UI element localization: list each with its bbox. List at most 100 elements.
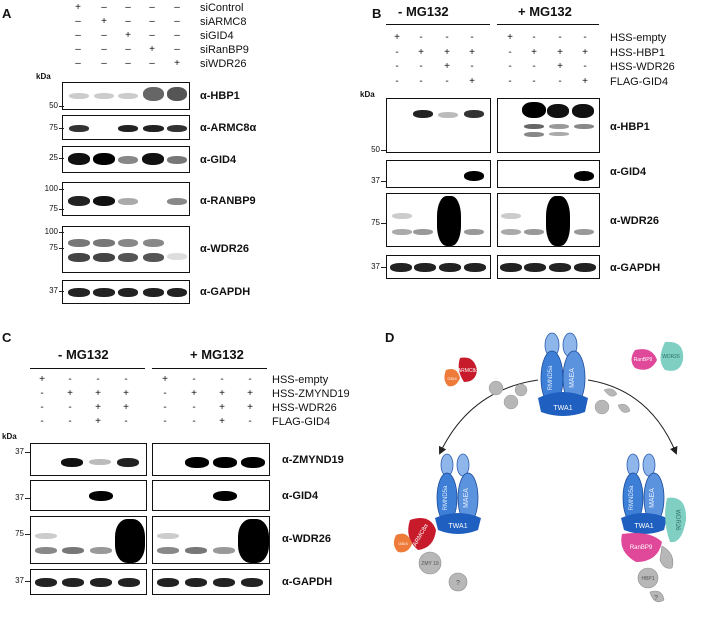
top-rmnd5a: RMND5a — [548, 365, 554, 390]
panel-a-condition-label: siControl — [200, 2, 244, 14]
left-gid4: GID4 — [398, 541, 408, 546]
panel-a-sign: + — [174, 58, 180, 69]
panel-c-sign: + — [95, 402, 101, 413]
panel-c-sign: - — [96, 374, 100, 385]
panel-b-sign: + — [418, 46, 424, 58]
panel-a-sign: – — [174, 44, 180, 55]
panel-c-sign: + — [247, 388, 253, 399]
right-twa1: TWA1 — [634, 523, 653, 530]
mw-b-37b: 37 — [371, 262, 380, 271]
panel-a-sign: – — [101, 44, 107, 55]
ab-b-hbp1: α-HBP1 — [610, 121, 650, 133]
panel-c-sign: - — [163, 402, 167, 413]
panel-c-sign: + — [39, 374, 45, 385]
top-complex: RMND5a MAEA TWA1 — [538, 332, 588, 416]
panel-b-sign: - — [583, 61, 587, 72]
panel-c-sign: + — [247, 402, 253, 413]
panel-c-sign: - — [124, 416, 128, 427]
panel-a-sign: – — [75, 16, 81, 27]
panel-a-sign: – — [125, 44, 131, 55]
panel-b-sign: + — [444, 61, 450, 72]
panel-a-sign: – — [75, 30, 81, 41]
panel-b-sign: - — [558, 32, 562, 43]
left-twa1: TWA1 — [448, 523, 467, 530]
right-question: ? — [654, 595, 658, 602]
mw-a-50: 50 — [49, 101, 58, 110]
blot-a-gapdh — [62, 280, 190, 304]
panel-c-sign: + — [219, 388, 225, 399]
panel-a-sign: – — [174, 2, 180, 13]
panel-b-sign: + — [582, 75, 588, 87]
blot-b-gid4-minus — [386, 160, 491, 188]
panel-c-sign: - — [40, 388, 44, 399]
blot-c-wdr26-minus — [30, 516, 147, 564]
blot-a-gid4 — [62, 146, 190, 173]
panel-b-condition-label: HSS-HBP1 — [610, 46, 666, 59]
panel-c-label: C — [2, 330, 12, 345]
free-gid4-label: GID4 — [447, 376, 457, 381]
panel-b-sign: - — [532, 75, 536, 87]
blot-c-gid4-minus — [30, 480, 147, 511]
panel-c-sign: - — [68, 374, 72, 385]
panel-c-sign: - — [68, 402, 72, 413]
left-rmnd5a: RMND5a — [443, 485, 449, 510]
blot-c-gid4-plus — [152, 480, 270, 511]
panel-c-sign: - — [124, 374, 128, 385]
blot-b-wdr26-plus — [497, 193, 600, 247]
panel-d-diagram: RMND5a MAEA TWA1 RanBP9 WDR26 ARMC8α GID… — [393, 332, 687, 603]
mw-a-100a: 100 — [44, 184, 58, 193]
right-ranbp9: RanBP9 — [630, 545, 653, 551]
panel-a-sign: + — [75, 2, 81, 13]
ab-c-gapdh: α-GAPDH — [282, 576, 333, 588]
panel-b-sign: - — [395, 46, 399, 58]
mw-a-75a: 75 — [49, 123, 58, 132]
panel-a-condition-label: siGID4 — [200, 30, 234, 42]
top-twa1: TWA1 — [553, 405, 572, 412]
panel-d-label: D — [385, 330, 395, 345]
panel-b-sign: + — [394, 32, 400, 43]
panel-c-sign: - — [163, 388, 167, 399]
mw-a-25: 25 — [49, 153, 58, 162]
ab-b-wdr26: α-WDR26 — [610, 215, 659, 227]
blot-c-gapdh-plus — [152, 569, 270, 595]
right-rmnd5a: RMND5a — [629, 485, 635, 510]
panel-b-sign: + — [507, 32, 513, 43]
panel-b-sign: + — [469, 46, 475, 58]
panel-b-sign: + — [557, 46, 563, 58]
panel-b-sign: - — [558, 75, 562, 87]
right-complex: RMND5a MAEA TWA1 WDR26 RanBP9 HBP1 ? — [621, 453, 687, 603]
blot-c-wdr26-plus — [152, 516, 270, 564]
ab-a-ranbp9: α-RANBP9 — [200, 195, 256, 207]
panel-b-sign: + — [444, 46, 450, 58]
panel-b-sign: - — [445, 75, 449, 87]
mw-b-75: 75 — [371, 218, 380, 227]
panel-a-sign: – — [101, 30, 107, 41]
mw-c-37c: 37 — [15, 576, 24, 585]
panel-a-sign: + — [125, 30, 131, 41]
panel-b-sign: - — [508, 61, 512, 72]
panel-c-condition-label: HSS-ZMYND19 — [272, 388, 350, 400]
panel-b-sign: - — [419, 75, 423, 87]
panel-b-sign: - — [395, 75, 399, 87]
panel-b-condition-label: FLAG-GID4 — [610, 75, 669, 88]
blot-a-wdr26 — [62, 226, 190, 273]
panel-b-sign: - — [445, 32, 449, 43]
panel-c-plus-mg132: + MG132 — [190, 347, 244, 362]
panel-a-sign: + — [149, 44, 155, 55]
panel-a-sign: – — [149, 2, 155, 13]
panel-a-sign: + — [101, 16, 107, 27]
panel-a-condition-label: siWDR26 — [200, 58, 247, 70]
blot-b-gapdh-minus — [386, 255, 491, 279]
right-maea: MAEA — [649, 488, 656, 508]
blot-a-hbp1 — [62, 82, 190, 110]
left-maea: MAEA — [463, 488, 470, 508]
panel-c-sign: - — [192, 416, 196, 427]
panel-a-sign: – — [174, 16, 180, 27]
panel-b-sign: + — [557, 61, 563, 72]
panel-c-sign: + — [219, 416, 225, 427]
left-complex: RMND5a MAEA TWA1 ARMC8α GID4 ZMY 19 ? — [393, 453, 481, 592]
panel-c-condition-label: HSS-empty — [272, 374, 329, 386]
free-armc8-gid4: ARMC8α GID4 — [444, 357, 478, 387]
blot-c-zmynd19-plus — [152, 443, 270, 476]
panel-c-sign: + — [123, 388, 129, 399]
